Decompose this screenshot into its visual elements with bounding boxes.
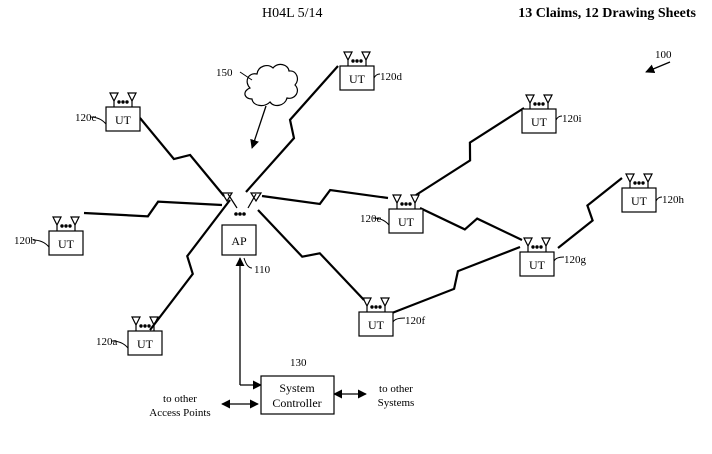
ap-label: AP — [231, 234, 247, 248]
access-points-line1: to other — [163, 393, 197, 405]
antenna-icon — [109, 92, 137, 108]
terminal-ref: 120f — [405, 315, 426, 327]
antenna-icon — [343, 51, 371, 67]
user-terminal-120b: UT 120b — [14, 216, 84, 256]
terminal-ref: 120g — [564, 254, 587, 266]
user-terminal-120h: UT 120h — [621, 173, 685, 213]
wireless-link-8 — [415, 107, 525, 196]
wireless-links — [83, 65, 623, 331]
terminal-ref: 120c — [75, 112, 97, 124]
controller-ref: 130 — [290, 357, 307, 369]
terminal-ref: 120d — [380, 71, 403, 83]
terminal-label: UT — [368, 318, 385, 332]
wireless-link-9 — [391, 245, 521, 315]
terminal-ref: 120a — [96, 336, 118, 348]
controller-line1: System — [279, 381, 315, 395]
user-terminal-120i: UT 120i — [521, 94, 582, 134]
antenna-icon — [362, 297, 390, 313]
header-classification: H04L 5/14 — [262, 6, 323, 21]
controller-line2: Controller — [272, 396, 321, 410]
wireless-link-7 — [419, 207, 523, 241]
terminal-ref: 120i — [562, 113, 582, 125]
antenna-icon — [525, 94, 553, 110]
user-terminal-120c: UT 120c — [75, 92, 141, 132]
header-claims: 13 Claims, 12 Drawing Sheets — [518, 6, 696, 21]
terminal-label: UT — [531, 115, 548, 129]
user-terminal-120g: UT 120g — [519, 237, 587, 277]
terminal-label: UT — [349, 72, 366, 86]
user-terminal-120d: UT 120d — [339, 51, 403, 91]
terminal-label: UT — [115, 113, 132, 127]
terminal-label: UT — [58, 237, 75, 251]
ap-ref: 110 — [254, 264, 271, 276]
terminal-label: UT — [631, 194, 648, 208]
antenna-icon — [131, 316, 159, 332]
cloud-ref: 150 — [216, 67, 233, 79]
terminal-label: UT — [398, 215, 415, 229]
figure-ref-arrow — [645, 61, 671, 74]
access-points-line2: Access Points — [149, 407, 210, 419]
terminal-ref: 120b — [14, 235, 37, 247]
wireless-link-6 — [257, 209, 365, 301]
wireless-link-10 — [557, 177, 623, 249]
cloud-icon — [239, 63, 299, 149]
terminal-label: UT — [529, 258, 546, 272]
antenna-icon — [523, 237, 551, 253]
user-terminal-120e: UT 120e — [360, 194, 424, 234]
wired-connections — [221, 257, 367, 409]
access-point: AP — [220, 192, 263, 256]
user-terminal-120a: UT 120a — [96, 316, 163, 356]
terminal-ref: 120h — [662, 194, 685, 206]
wireless-link-5 — [261, 188, 389, 206]
terminal-ref: 120e — [360, 213, 382, 225]
wireless-link-2 — [83, 200, 223, 218]
wireless-link-3 — [139, 117, 225, 197]
terminal-label: UT — [137, 337, 154, 351]
figure-ref: 100 — [655, 49, 672, 61]
systems-line2: Systems — [378, 397, 415, 409]
user-terminal-120f: UT 120f — [358, 297, 426, 337]
antenna-icon — [625, 173, 653, 189]
system-controller: System Controller — [260, 375, 335, 415]
antenna-icon — [392, 194, 420, 210]
wireless-link-1 — [149, 199, 231, 331]
wireless-link-4 — [245, 65, 339, 193]
systems-line1: to other — [379, 383, 413, 395]
antenna-icon — [52, 216, 80, 232]
